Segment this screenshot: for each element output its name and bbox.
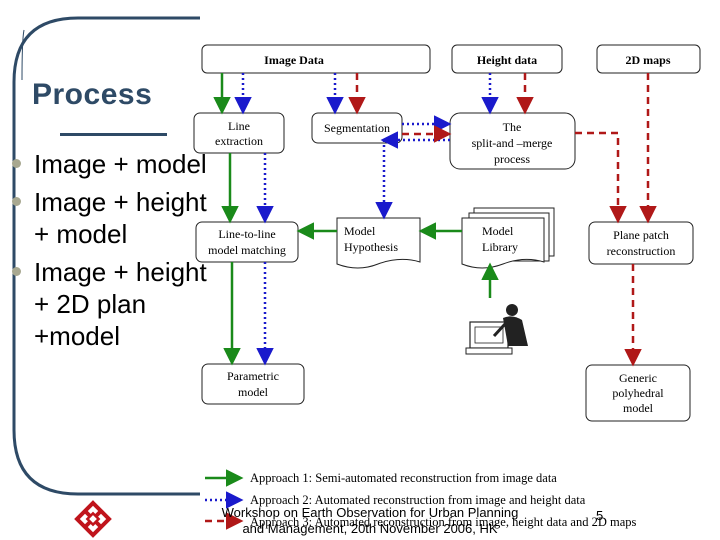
node-label: 2D maps	[625, 53, 670, 67]
bullet-list: Image + model Image + height + model Ima…	[12, 148, 242, 358]
bullet-text: + 2D plan	[34, 289, 147, 319]
legend: Approach 1: Semi-automated reconstructio…	[205, 469, 636, 530]
node-line-extraction: Line extraction	[193, 112, 285, 154]
bullet-item: Image + height + model	[12, 186, 242, 250]
operator-computer-icon	[465, 304, 528, 355]
arrow-split-merge-to-plane-patch	[575, 131, 627, 224]
bullet-text: Image + height	[34, 257, 207, 287]
node-label: extraction	[215, 134, 263, 148]
node-line-to-line: Line-to-line model matching	[195, 221, 299, 263]
node-label: Height data	[477, 53, 537, 67]
node-generic-polyhedral: Generic polyhedral model	[585, 364, 691, 422]
node-label: The	[503, 120, 522, 134]
node-label: reconstruction	[607, 244, 676, 258]
bullet-item: Image + height + 2D plan +model	[12, 256, 242, 352]
node-label: process	[494, 152, 530, 166]
university-logo-icon	[74, 500, 112, 538]
node-2d-maps: 2D maps	[596, 44, 701, 74]
node-label: Line-to-line	[218, 227, 275, 241]
node-label: split-and –merge	[472, 136, 553, 150]
node-label: Hypothesis	[344, 240, 398, 254]
legend-label: Approach 3: Automated reconstruction fro…	[250, 515, 636, 529]
node-plane-patch: Plane patch reconstruction	[588, 221, 694, 265]
bullet-text: Image + model	[34, 149, 207, 179]
node-label: Library	[482, 240, 518, 254]
footer-line: Workshop on Earth Observation for Urban …	[221, 505, 519, 520]
legend-item-approach1: Approach 1: Semi-automated reconstructio…	[205, 469, 557, 487]
node-label: Model	[482, 224, 514, 238]
footer-line: and Management, 20th November 2006, HK	[242, 521, 498, 536]
node-label: model matching	[208, 243, 286, 257]
slide-title: Process	[32, 78, 153, 111]
node-label: Model	[344, 224, 376, 238]
node-label: Line	[228, 119, 250, 133]
approach3-arrows	[348, 73, 657, 367]
node-label: polyhedral	[612, 386, 664, 400]
title-underline	[60, 133, 167, 136]
bullet-text: Image + height	[34, 187, 207, 217]
legend-label: Approach 1: Semi-automated reconstructio…	[250, 471, 557, 485]
node-model-hypothesis: Model Hypothesis	[336, 217, 421, 269]
legend-item-approach2: Approach 2: Automated reconstruction fro…	[205, 491, 586, 509]
bullet-dot-icon	[12, 159, 21, 168]
node-label: model	[238, 385, 269, 399]
node-label: Parametric	[227, 369, 279, 383]
footer-text: Workshop on Earth Observation for Urban …	[200, 505, 540, 537]
page-number: 5	[596, 508, 604, 523]
node-label: Generic	[619, 371, 657, 385]
node-split-merge: The split-and –merge process	[449, 112, 576, 170]
bullet-dot-icon	[12, 197, 21, 206]
node-image-data: Image Data	[201, 44, 431, 74]
node-label: Segmentation	[324, 121, 390, 135]
approach1-arrows	[213, 73, 499, 366]
bullet-text: +model	[34, 321, 120, 351]
bullet-text: + model	[34, 219, 128, 249]
node-segmentation: Segmentation	[311, 112, 403, 144]
bullet-item: Image + model	[12, 148, 242, 180]
node-label: model	[623, 401, 654, 415]
node-model-library: Model Library	[461, 207, 555, 269]
bullet-dot-icon	[12, 267, 21, 276]
node-label: Plane patch	[613, 228, 669, 242]
node-label: Image Data	[264, 53, 324, 67]
node-parametric-model: Parametric model	[201, 363, 305, 405]
node-height-data: Height data	[451, 44, 563, 74]
legend-item-approach3: Approach 3: Automated reconstruction fro…	[205, 512, 636, 530]
legend-label: Approach 2: Automated reconstruction fro…	[250, 493, 586, 507]
